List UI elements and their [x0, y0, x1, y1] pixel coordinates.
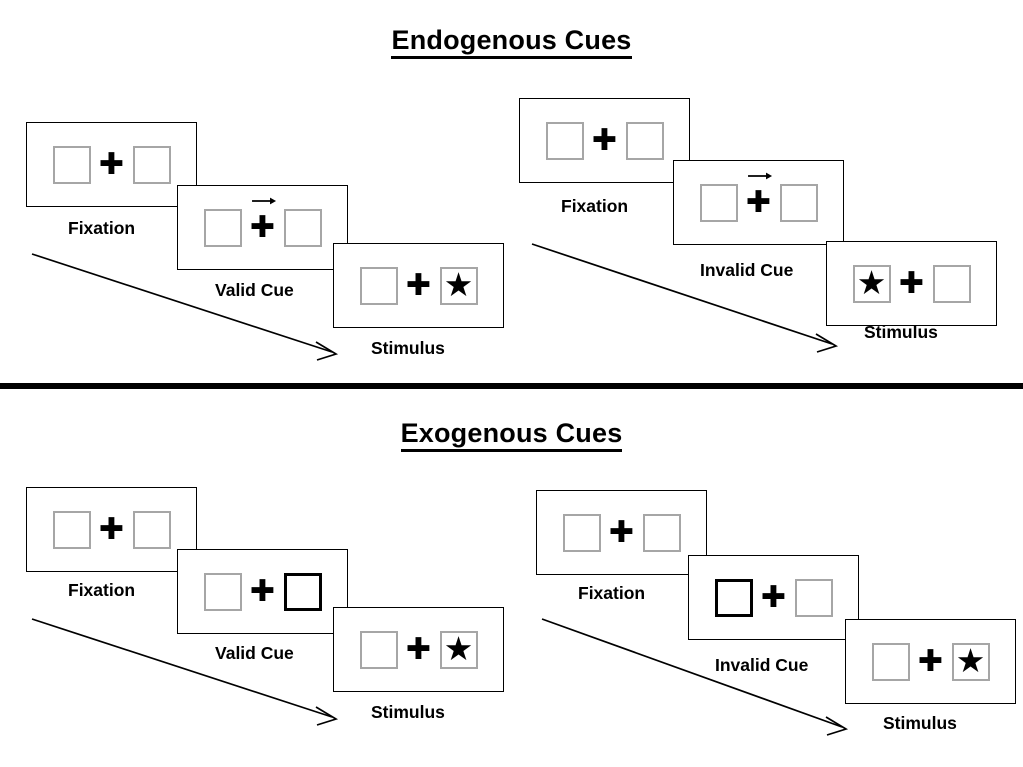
placeholder-box-right [625, 121, 664, 160]
fixation-cross: ✚ [91, 146, 133, 182]
placeholder-box-left [52, 145, 91, 184]
plus-icon: ✚ [405, 631, 432, 667]
panel-endogenous-invalid-cue: ✚ [673, 160, 844, 245]
flow-arrow-exogenous-invalid [541, 618, 849, 736]
panel-endogenous-valid-cue: ✚ [177, 185, 348, 270]
flow-arrow-endogenous-valid [31, 253, 339, 361]
placeholder-box-right [132, 510, 171, 549]
plus-icon: ✚ [249, 209, 276, 245]
target-box-right: ★ [439, 630, 478, 669]
cued-box-left [714, 578, 753, 617]
cued-box-right [283, 572, 322, 611]
flow-arrow-exogenous-valid [31, 618, 339, 726]
caption-endogenous-invalid-stimulus: Stimulus [864, 322, 938, 342]
placeholder-box-left [545, 121, 584, 160]
caption-exogenous-invalid-stimulus: Stimulus [883, 713, 957, 733]
plus-icon: ✚ [591, 122, 618, 158]
placeholder-box-left [699, 183, 738, 222]
fixation-cross: ✚ [91, 511, 133, 547]
placeholder-box-left [203, 572, 242, 611]
caption-endogenous-invalid-fixation: Fixation [561, 196, 629, 216]
fixation-cross: ✚ [601, 514, 643, 550]
placeholder-box-left [871, 642, 910, 681]
star-icon: ★ [955, 642, 986, 679]
caption-exogenous-invalid-fixation: Fixation [578, 583, 646, 603]
plus-icon: ✚ [98, 146, 125, 182]
section-title-exogenous-text: Exogenous Cues [400, 418, 623, 452]
cue-arrow-right-icon [747, 172, 772, 179]
placeholder-box-right [779, 183, 818, 222]
panel-exogenous-invalid-stimulus: ✚ ★ [845, 619, 1016, 704]
placeholder-box-left [52, 510, 91, 549]
panel-endogenous-valid-stimulus: ✚ ★ [333, 243, 504, 328]
caption-endogenous-valid-fixation: Fixation [68, 218, 136, 238]
caption-exogenous-valid-cue: Valid Cue [215, 643, 294, 663]
panel-exogenous-valid-cue: ✚ [177, 549, 348, 634]
panel-exogenous-valid-fixation: ✚ [26, 487, 197, 572]
plus-icon: ✚ [917, 643, 944, 679]
plus-icon: ✚ [608, 514, 635, 550]
fixation-cross: ✚ [398, 631, 440, 667]
placeholder-box-left [203, 208, 242, 247]
section-title-exogenous: Exogenous Cues [0, 418, 1023, 452]
plus-icon: ✚ [405, 267, 432, 303]
flow-arrow-endogenous-invalid [531, 243, 839, 353]
placeholder-box-right [132, 145, 171, 184]
cue-arrow-right-icon [251, 197, 276, 204]
panel-exogenous-valid-stimulus: ✚ ★ [333, 607, 504, 692]
fixation-cross: ✚ [753, 579, 795, 615]
fixation-cross-with-cue: ✚ [242, 197, 284, 245]
panel-endogenous-invalid-stimulus: ★ ✚ [826, 241, 997, 326]
caption-endogenous-valid-cue: Valid Cue [215, 280, 294, 300]
panel-exogenous-invalid-cue: ✚ [688, 555, 859, 640]
placeholder-box-left [359, 266, 398, 305]
fixation-cross: ✚ [891, 265, 933, 301]
caption-exogenous-invalid-cue: Invalid Cue [715, 655, 809, 675]
plus-icon: ✚ [760, 579, 787, 615]
plus-icon: ✚ [898, 265, 925, 301]
panel-endogenous-valid-fixation: ✚ [26, 122, 197, 207]
caption-exogenous-valid-stimulus: Stimulus [371, 702, 445, 722]
fixation-cross: ✚ [910, 643, 952, 679]
section-title-endogenous: Endogenous Cues [0, 25, 1023, 59]
placeholder-box-left [359, 630, 398, 669]
star-icon: ★ [856, 264, 887, 301]
star-icon: ★ [443, 630, 474, 667]
caption-exogenous-valid-fixation: Fixation [68, 580, 136, 600]
plus-icon: ✚ [745, 184, 772, 220]
caption-endogenous-valid-stimulus: Stimulus [371, 338, 445, 358]
fixation-cross: ✚ [398, 267, 440, 303]
fixation-cross: ✚ [242, 573, 284, 609]
section-title-endogenous-text: Endogenous Cues [391, 25, 632, 59]
fixation-cross-with-cue: ✚ [738, 172, 780, 220]
target-box-right: ★ [439, 266, 478, 305]
section-divider [0, 383, 1023, 389]
placeholder-box-right [283, 208, 322, 247]
caption-endogenous-invalid-cue: Invalid Cue [700, 260, 794, 280]
placeholder-box-right [642, 513, 681, 552]
star-icon: ★ [443, 266, 474, 303]
fixation-cross: ✚ [584, 122, 626, 158]
panel-endogenous-invalid-fixation: ✚ [519, 98, 690, 183]
plus-icon: ✚ [98, 511, 125, 547]
placeholder-box-left [562, 513, 601, 552]
placeholder-box-right [794, 578, 833, 617]
placeholder-box-right [932, 264, 971, 303]
panel-exogenous-invalid-fixation: ✚ [536, 490, 707, 575]
target-box-left: ★ [852, 264, 891, 303]
plus-icon: ✚ [249, 573, 276, 609]
target-box-right: ★ [951, 642, 990, 681]
